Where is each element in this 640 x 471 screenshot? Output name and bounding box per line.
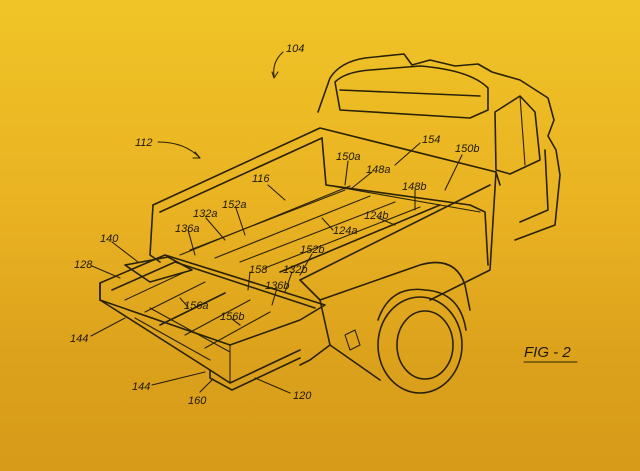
ref-136b: 136b <box>265 280 289 292</box>
rear-fender-and-wheel <box>299 261 471 394</box>
leader-lines <box>90 51 463 394</box>
ref-124a: 124a <box>333 225 357 237</box>
ref-140: 140 <box>100 233 119 245</box>
reference-numerals: 104 112 116 150a 148a 154 150b 148b 124b… <box>70 43 578 407</box>
truck-bed-walls <box>149 127 501 301</box>
ref-120: 120 <box>293 390 312 402</box>
ref-128: 128 <box>74 259 93 271</box>
ref-104: 104 <box>286 43 304 55</box>
ref-124b: 124b <box>364 210 388 222</box>
ref-152a: 152a <box>222 199 246 211</box>
ref-132a: 132a <box>193 208 217 220</box>
ref-156a: 156a <box>184 300 208 312</box>
ref-132b: 132b <box>283 264 307 276</box>
figure-caption: FIG - 2 <box>524 344 571 361</box>
ref-148a: 148a <box>366 164 390 176</box>
ref-136a: 136a <box>175 223 199 235</box>
ref-148b: 148b <box>402 181 426 193</box>
ref-144-bottom: 144 <box>132 381 150 393</box>
ref-152b: 152b <box>300 244 324 256</box>
ref-144-top: 144 <box>70 333 88 345</box>
slide-out-bed-platform <box>99 254 326 391</box>
ref-150b: 150b <box>455 143 479 155</box>
ref-112: 112 <box>135 137 153 149</box>
ref-116: 116 <box>252 173 270 185</box>
ref-160: 160 <box>188 395 207 407</box>
ref-150a: 150a <box>336 151 360 163</box>
ref-154: 154 <box>422 134 440 146</box>
truck-cab <box>317 53 561 241</box>
ref-158: 158 <box>249 264 268 276</box>
ref-156b: 156b <box>220 311 244 323</box>
